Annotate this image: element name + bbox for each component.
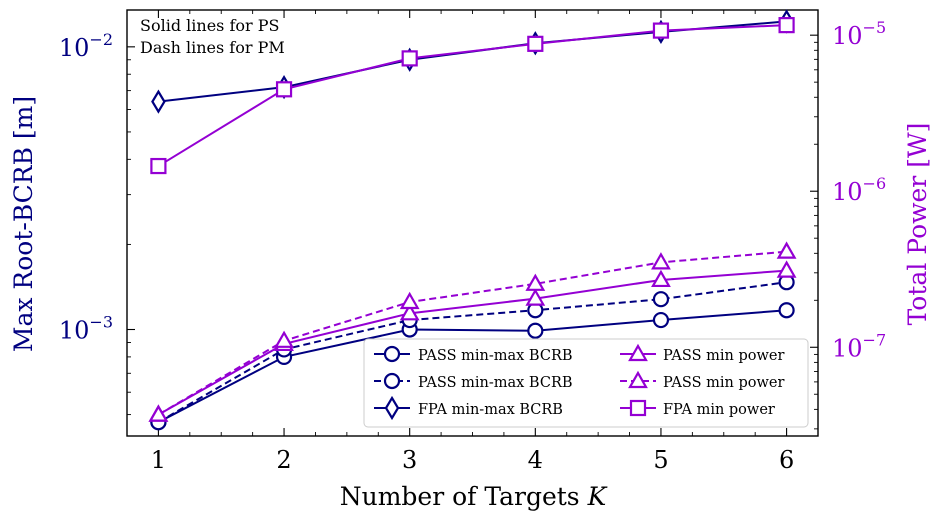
series-layer xyxy=(148,9,797,431)
legend-label-pass-power-ps: PASS min power xyxy=(663,348,784,364)
y-right-tick-label: 10−7 xyxy=(832,330,886,362)
legend-label-pass-bcrb-ps: PASS min-max BCRB xyxy=(418,348,573,364)
legend-frame xyxy=(363,338,809,428)
data-point xyxy=(525,288,546,306)
x-tick-label: 3 xyxy=(402,446,417,474)
y-left-tick-label-base: 10 xyxy=(59,34,90,62)
legend-marker xyxy=(383,372,401,390)
data-point xyxy=(652,22,670,39)
annotation-box: Solid lines for PS Dash lines for PM xyxy=(140,16,285,57)
data-point xyxy=(527,322,544,339)
legend-label-fpa-power: FPA min power xyxy=(663,402,775,418)
y-axis-right-title: Total Power [W] xyxy=(903,123,932,326)
legend-label-fpa-bcrb: FPA min-max BCRB xyxy=(418,402,563,418)
data-point xyxy=(651,269,671,288)
x-axis-title: Number of Targets K xyxy=(340,482,608,511)
y-right-tick-label-base: 10 xyxy=(832,22,863,50)
data-point xyxy=(151,89,166,114)
y-right-tick-label-base: 10 xyxy=(832,178,863,206)
legend-marker xyxy=(629,399,647,417)
legend: PASS min-max BCRB PASS min-max BCRB FPA … xyxy=(363,338,809,428)
y-right-tick-label: 10−6 xyxy=(832,174,886,206)
data-point xyxy=(150,157,167,175)
annotation-ps: Solid lines for PS xyxy=(140,16,279,35)
y-left-tick-label-exponent: −3 xyxy=(89,313,113,332)
legend-marker xyxy=(384,395,400,421)
data-point xyxy=(401,50,418,67)
y-right-tick-label: 10−5 xyxy=(832,18,886,50)
y-left-tick-label-exponent: −2 xyxy=(89,30,113,49)
series-4 xyxy=(148,241,797,422)
y-right-tick-label-base: 10 xyxy=(832,334,863,362)
data-point xyxy=(651,252,671,270)
x-axis-title-text: Number of Targets xyxy=(340,482,588,511)
x-tick-label: 6 xyxy=(779,446,794,474)
annotation-pm: Dash lines for PM xyxy=(140,38,285,57)
legend-label-pass-power-pm: PASS min power xyxy=(663,375,784,391)
legend-icons xyxy=(374,343,656,421)
y-right-tick-label-exponent: −6 xyxy=(863,174,887,193)
series-line xyxy=(157,250,787,416)
data-point xyxy=(527,35,544,52)
data-point xyxy=(274,330,294,348)
y-left-tick-label-base: 10 xyxy=(59,317,90,345)
data-point xyxy=(778,17,795,34)
data-point xyxy=(776,260,797,278)
legend-label-pass-bcrb-pm: PASS min-max BCRB xyxy=(418,375,573,391)
series-5 xyxy=(150,17,795,175)
x-tick-label: 2 xyxy=(276,446,291,474)
data-point xyxy=(652,291,670,308)
data-point xyxy=(652,311,670,329)
x-tick-label: 4 xyxy=(528,446,543,474)
y-left-tick-label: 10−3 xyxy=(59,313,113,345)
data-point xyxy=(778,302,795,319)
series-line xyxy=(157,309,787,424)
data-point xyxy=(399,303,420,321)
data-point xyxy=(275,81,293,98)
data-point xyxy=(148,404,169,422)
y-left-tick-label: 10−2 xyxy=(59,30,113,62)
legend-marker xyxy=(383,345,401,363)
series-line xyxy=(157,24,787,167)
y-axis-left-title: Max Root-BCRB [m] xyxy=(9,96,38,352)
series-line xyxy=(157,269,787,416)
x-tick-label: 1 xyxy=(151,446,166,474)
legend-marker xyxy=(628,343,648,362)
data-point xyxy=(776,241,797,259)
legend-marker xyxy=(628,370,648,389)
y-right-tick-label-exponent: −5 xyxy=(863,18,887,37)
x-axis-title-variable: K xyxy=(587,482,608,511)
y-right-tick-label-exponent: −7 xyxy=(863,330,887,349)
x-tick-label: 5 xyxy=(653,446,668,474)
data-point xyxy=(399,291,420,310)
data-point xyxy=(525,273,546,291)
